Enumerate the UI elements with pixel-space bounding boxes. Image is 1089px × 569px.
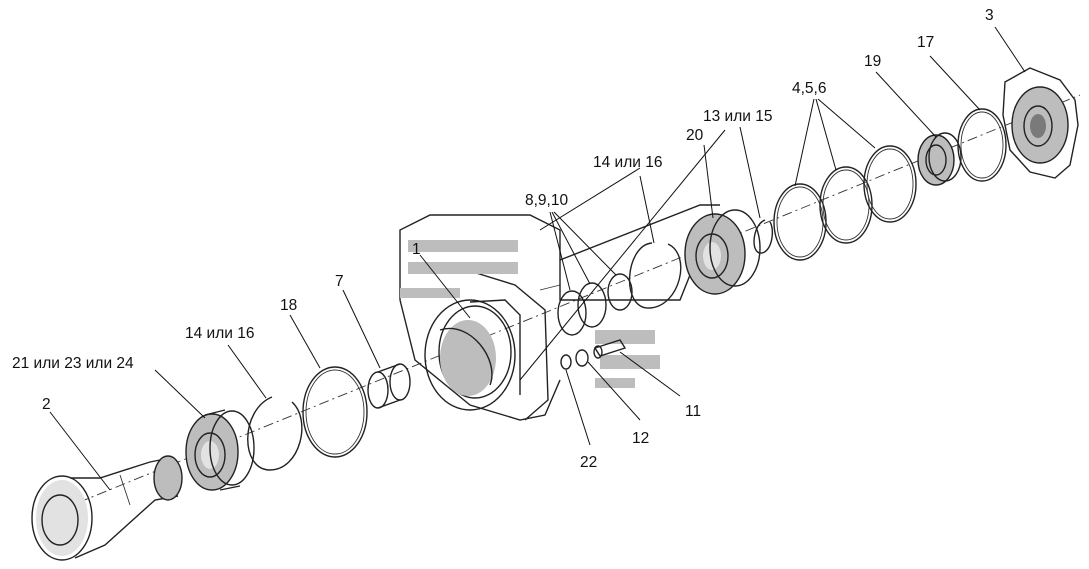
part-3-cover bbox=[1002, 67, 1079, 179]
callout-7: 7 bbox=[335, 273, 344, 290]
part-19-seal bbox=[917, 132, 962, 186]
part-17-o-ring bbox=[957, 108, 1007, 182]
leader-lines bbox=[49, 26, 1026, 491]
part-6-o-ring bbox=[863, 145, 917, 223]
part-14-snap-ring-left bbox=[247, 396, 303, 471]
part-4-o-ring bbox=[773, 183, 827, 261]
callout-12: 12 bbox=[632, 430, 649, 447]
callout-14-or-16-left: 14 или 16 bbox=[185, 325, 254, 342]
part-11-bolt bbox=[593, 339, 627, 359]
callout-13-or-15: 13 или 15 bbox=[703, 108, 772, 125]
part-7-sleeve bbox=[367, 363, 411, 409]
callout-14-or-16-top: 14 или 16 bbox=[593, 154, 662, 171]
part-21-bearing bbox=[185, 409, 255, 491]
part-12-washer bbox=[575, 349, 589, 367]
callout-11: 11 bbox=[685, 403, 701, 420]
callout-4-5-6: 4,5,6 bbox=[792, 80, 826, 97]
callout-18: 18 bbox=[280, 297, 297, 314]
part-8-9-10-seals bbox=[557, 273, 633, 336]
part-2-shaft bbox=[31, 455, 183, 561]
callout-1: 1 bbox=[412, 241, 421, 258]
callout-19: 19 bbox=[864, 53, 881, 70]
part-13-snap-ring bbox=[753, 219, 774, 254]
callout-17: 17 bbox=[917, 34, 934, 51]
callout-8-9-10: 8,9,10 bbox=[525, 192, 568, 209]
part-14-snap-ring-top bbox=[628, 242, 682, 309]
callout-3: 3 bbox=[985, 7, 994, 24]
part-1-housing bbox=[399, 204, 720, 421]
part-22-nut bbox=[560, 354, 572, 370]
part-20-bearing bbox=[684, 209, 761, 295]
callout-21-or-23-or-24: 21 или 23 или 24 bbox=[12, 355, 134, 372]
callout-2: 2 bbox=[42, 396, 51, 413]
part-18-o-ring bbox=[302, 366, 368, 458]
callout-20: 20 bbox=[686, 127, 704, 144]
callout-22: 22 bbox=[580, 454, 597, 471]
